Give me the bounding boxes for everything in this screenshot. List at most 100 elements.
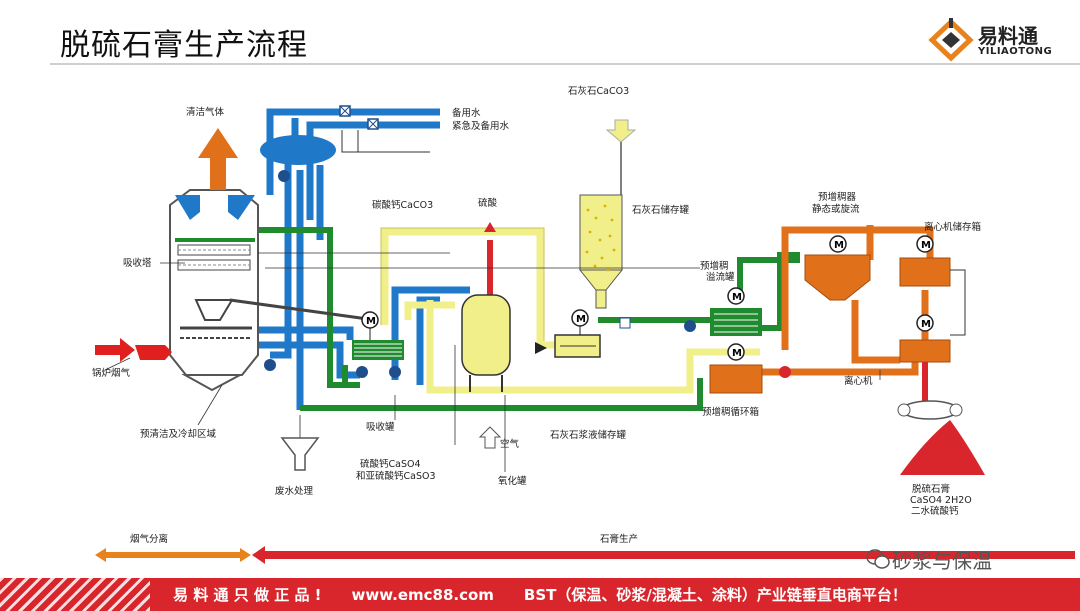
diagram-path xyxy=(714,313,758,333)
label-air: 空气 xyxy=(500,438,520,450)
diagram-path xyxy=(367,118,379,130)
diagram-circle xyxy=(594,216,598,220)
label-overflow-1: 预增稠 xyxy=(700,260,729,272)
diagram-g xyxy=(341,130,430,153)
diagram-circle xyxy=(593,264,597,268)
diagram-rect xyxy=(899,257,951,287)
label-gypsum-3: 二水硫酸钙 xyxy=(911,505,959,517)
footer-banner: 易 料 通 只 做 正 品 ! www.emc88.com BST（保温、砂浆/… xyxy=(0,578,1080,611)
absorber-tower xyxy=(169,189,376,392)
diagram-path xyxy=(851,300,900,364)
diagram-path xyxy=(404,301,455,320)
label-precleaning: 预清洁及冷却区域 xyxy=(140,428,217,440)
diagram-path xyxy=(178,249,250,266)
label-gypsum-1: 脱硫石膏 xyxy=(912,483,950,495)
label-calcium-carbonate: 碳酸钙CaCO3 xyxy=(372,199,433,211)
diagram-rect xyxy=(619,317,631,329)
process-pipes xyxy=(255,227,800,411)
diagram-g xyxy=(104,252,881,472)
label-sulfate-2: 和亚硫酸钙CaSO3 xyxy=(356,470,436,482)
diagram-rect xyxy=(710,308,762,336)
label-standby-water: 备用水 xyxy=(452,107,481,119)
gypsum-pile xyxy=(897,400,985,475)
circulation-tank: M xyxy=(709,343,763,394)
water-pipes xyxy=(255,108,470,410)
stage-gas-separation: 烟气分离 xyxy=(130,533,168,545)
diagram-rect xyxy=(461,294,511,376)
diagram-circle xyxy=(598,238,602,242)
brand-diamond-icon xyxy=(928,18,974,62)
motor-label: M xyxy=(366,316,376,327)
motor-label: M xyxy=(921,319,931,330)
diagram-circle xyxy=(606,268,610,272)
brand-logo: 易料通 YILIAOTONG xyxy=(928,18,1068,62)
label-circulation-tank: 预增稠循环箱 xyxy=(702,406,759,418)
diagram-path xyxy=(306,121,440,220)
watermark-text: 砂浆与保温 xyxy=(892,549,992,573)
diagram-circle xyxy=(829,235,847,253)
flue-gas-arrow xyxy=(95,338,135,362)
label-thickener: 预增稠器 xyxy=(818,191,857,203)
absorber-tank: M xyxy=(352,311,404,360)
label-wastewater: 废水处理 xyxy=(275,485,314,497)
motor-label: M xyxy=(834,240,844,251)
footer-url[interactable]: www.emc88.com xyxy=(351,585,494,604)
diagram-polygon xyxy=(484,222,496,232)
diagram-rect xyxy=(709,364,763,394)
diagram-line xyxy=(229,298,376,322)
diagram-circle xyxy=(356,366,368,378)
diagram-g xyxy=(585,204,616,272)
motor-label: M xyxy=(732,348,742,359)
label-emergency-water: 紧急及备用水 xyxy=(452,120,510,132)
diagram-polygon xyxy=(252,546,1075,564)
diagram-path xyxy=(380,227,545,341)
centrifuge xyxy=(899,339,951,402)
diagram-circle xyxy=(603,204,607,208)
diagram-path xyxy=(760,252,800,331)
label-absorber: 吸收塔 xyxy=(123,257,152,269)
diagram-line xyxy=(197,384,223,426)
diagram-path xyxy=(354,343,402,357)
brand-name-cn: 易料通 xyxy=(978,24,1038,48)
diagram-line xyxy=(104,357,131,371)
diagram-circle xyxy=(610,218,614,222)
diagram-polygon xyxy=(578,269,624,291)
oxidation-tank xyxy=(461,294,511,392)
centrifuge-storage-tank: M M xyxy=(899,235,966,336)
air-arrow xyxy=(478,426,502,449)
bypass-line xyxy=(341,130,430,153)
diagram-circle xyxy=(684,320,696,332)
footer-platform: BST（保温、砂浆/混凝土、涂料）产业链垂直电商平台！ xyxy=(523,586,907,604)
diagram-circle xyxy=(586,208,590,212)
diagram-path xyxy=(255,326,354,340)
limestone-hopper xyxy=(578,119,637,309)
diagram-polygon xyxy=(228,195,255,220)
diagram-rect xyxy=(922,362,928,402)
diagram-path xyxy=(381,228,544,345)
motor-label: M xyxy=(732,292,742,303)
diagram-rect xyxy=(595,289,607,309)
label-overflow-2: 溢流罐 xyxy=(706,271,735,283)
diagram-circle xyxy=(612,248,616,252)
diagram-circle xyxy=(588,230,592,234)
pump-icons xyxy=(264,170,791,378)
diagram-rect xyxy=(899,339,951,363)
label-centrifuge-tank: 离心机储存箱 xyxy=(924,221,981,233)
diagram-path xyxy=(300,378,703,411)
stage-gypsum-production: 石膏生产 xyxy=(600,533,638,545)
label-limestone: 石灰石CaCO3 xyxy=(568,85,629,97)
diagram-circle xyxy=(916,235,934,253)
label-clean-gas: 清洁气体 xyxy=(186,106,225,118)
diagram-circle xyxy=(278,170,290,182)
acid-pipe xyxy=(487,240,493,335)
footer-stripes xyxy=(0,578,150,611)
title-divider xyxy=(50,63,1080,65)
diagram-polygon xyxy=(194,299,234,321)
diagram-polygon xyxy=(135,345,172,360)
water-valves xyxy=(339,105,379,130)
diagram-path xyxy=(270,160,292,359)
diagram-circle xyxy=(600,256,604,260)
label-oxidation: 氧化罐 xyxy=(498,475,527,487)
diagram-circle xyxy=(585,250,589,254)
diagram-path xyxy=(255,341,360,379)
